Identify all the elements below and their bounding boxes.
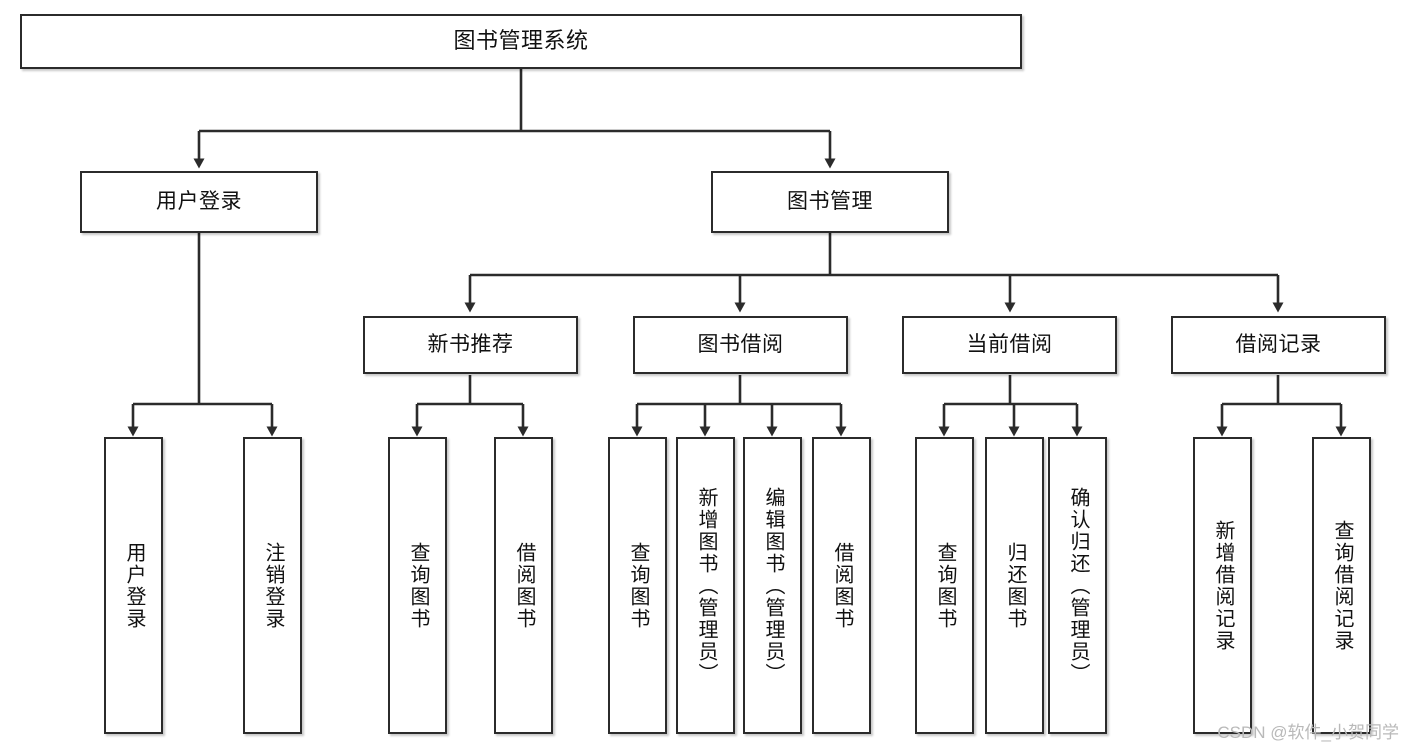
node-leaf-query-book-2-label: 查询图书: [627, 541, 649, 630]
node-leaf-borrow-book-1-label: 借阅图书: [513, 541, 535, 630]
node-leaf-user-logout-label: 注销登录: [262, 541, 284, 630]
node-leaf-borrow-book-2-label: 借阅图书: [831, 541, 853, 630]
node-current-borrow-label: 当前借阅: [966, 333, 1053, 357]
node-leaf-return-book[interactable]: 归还图书: [985, 437, 1044, 734]
node-book-borrow-label: 图书借阅: [697, 333, 784, 357]
node-leaf-confirm-return[interactable]: 确认归还（管理员）: [1048, 437, 1107, 734]
node-leaf-add-book-label: 新增图书（管理员）: [695, 486, 717, 685]
node-leaf-return-book-label: 归还图书: [1004, 541, 1026, 630]
node-leaf-add-record-label: 新增借阅记录: [1212, 519, 1234, 652]
node-leaf-edit-book-label: 编辑图书（管理员）: [762, 486, 784, 685]
node-new-book-recommend[interactable]: 新书推荐: [363, 316, 578, 374]
node-leaf-query-record[interactable]: 查询借阅记录: [1312, 437, 1371, 734]
node-leaf-user-logout[interactable]: 注销登录: [243, 437, 302, 734]
node-leaf-user-login[interactable]: 用户登录: [104, 437, 163, 734]
node-leaf-confirm-return-label: 确认归还（管理员）: [1067, 486, 1089, 685]
node-leaf-query-book-3[interactable]: 查询图书: [915, 437, 974, 734]
node-current-borrow[interactable]: 当前借阅: [902, 316, 1117, 374]
node-leaf-borrow-book-1[interactable]: 借阅图书: [494, 437, 553, 734]
node-book-manage-label: 图书管理: [787, 190, 873, 214]
node-borrow-record-label: 借阅记录: [1235, 333, 1322, 357]
node-root[interactable]: 图书管理系统: [20, 14, 1022, 69]
node-leaf-borrow-book-2[interactable]: 借阅图书: [812, 437, 871, 734]
node-leaf-user-login-label: 用户登录: [123, 541, 145, 630]
csdn-watermark: CSDN @软件_小贺同学: [1217, 723, 1399, 742]
node-leaf-add-record[interactable]: 新增借阅记录: [1193, 437, 1252, 734]
node-user-login-label: 用户登录: [156, 190, 242, 214]
node-book-manage[interactable]: 图书管理: [711, 171, 949, 233]
node-leaf-query-record-label: 查询借阅记录: [1331, 519, 1353, 652]
node-new-book-recommend-label: 新书推荐: [427, 333, 514, 357]
node-book-borrow[interactable]: 图书借阅: [633, 316, 848, 374]
node-leaf-edit-book[interactable]: 编辑图书（管理员）: [743, 437, 802, 734]
node-user-login[interactable]: 用户登录: [80, 171, 318, 233]
node-borrow-record[interactable]: 借阅记录: [1171, 316, 1386, 374]
node-leaf-query-book-3-label: 查询图书: [934, 541, 956, 630]
node-leaf-query-book-1-label: 查询图书: [407, 541, 429, 630]
node-leaf-query-book-1[interactable]: 查询图书: [388, 437, 447, 734]
node-leaf-query-book-2[interactable]: 查询图书: [608, 437, 667, 734]
node-root-label: 图书管理系统: [453, 28, 589, 54]
node-leaf-add-book[interactable]: 新增图书（管理员）: [676, 437, 735, 734]
